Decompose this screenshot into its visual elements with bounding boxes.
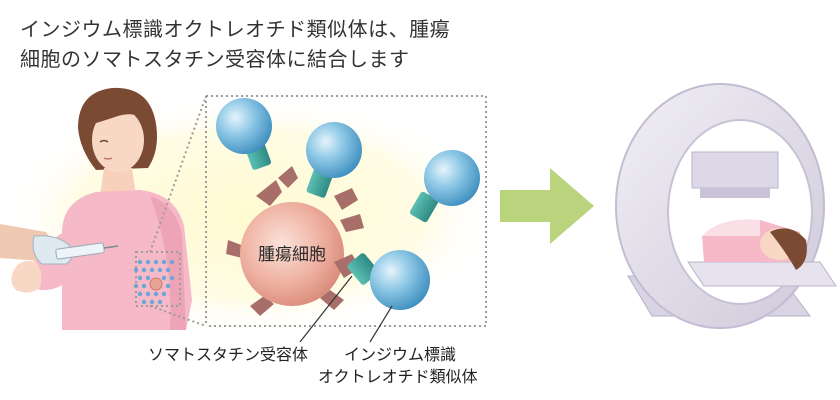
zoom-lines: [135, 95, 487, 327]
tumor-spot: [149, 277, 163, 291]
analog-callout-line: [369, 305, 393, 343]
headline-line-2: 細胞のソマトスタチン受容体に結合します: [20, 47, 410, 71]
tumor-cell-label: 腫瘍細胞: [258, 245, 326, 265]
scanner: [615, 83, 837, 329]
molecule-top-left: [216, 98, 272, 170]
tumor-cell-group: [226, 166, 364, 316]
receptor-callout-line: [299, 275, 353, 343]
process-arrow: [500, 168, 594, 244]
patient-figure: [0, 87, 192, 330]
molecule-bound: [347, 250, 430, 310]
analog-label-line-2: オクトレオチド類似体: [318, 367, 478, 386]
headline-line-1: インジウム標識オクトレオチド類似体は、腫瘍: [20, 17, 451, 41]
molecule-top-center: [306, 122, 362, 198]
analog-label-line-1: インジウム標識: [344, 345, 457, 364]
headline: インジウム標識オクトレオチド類似体は、腫瘍 細胞のソマトスタチン受容体に結合しま…: [20, 14, 540, 74]
molecule-right: [409, 150, 480, 223]
tumor-cell: [240, 202, 344, 306]
receptor-label: ソマトスタチン受容体: [148, 345, 309, 364]
